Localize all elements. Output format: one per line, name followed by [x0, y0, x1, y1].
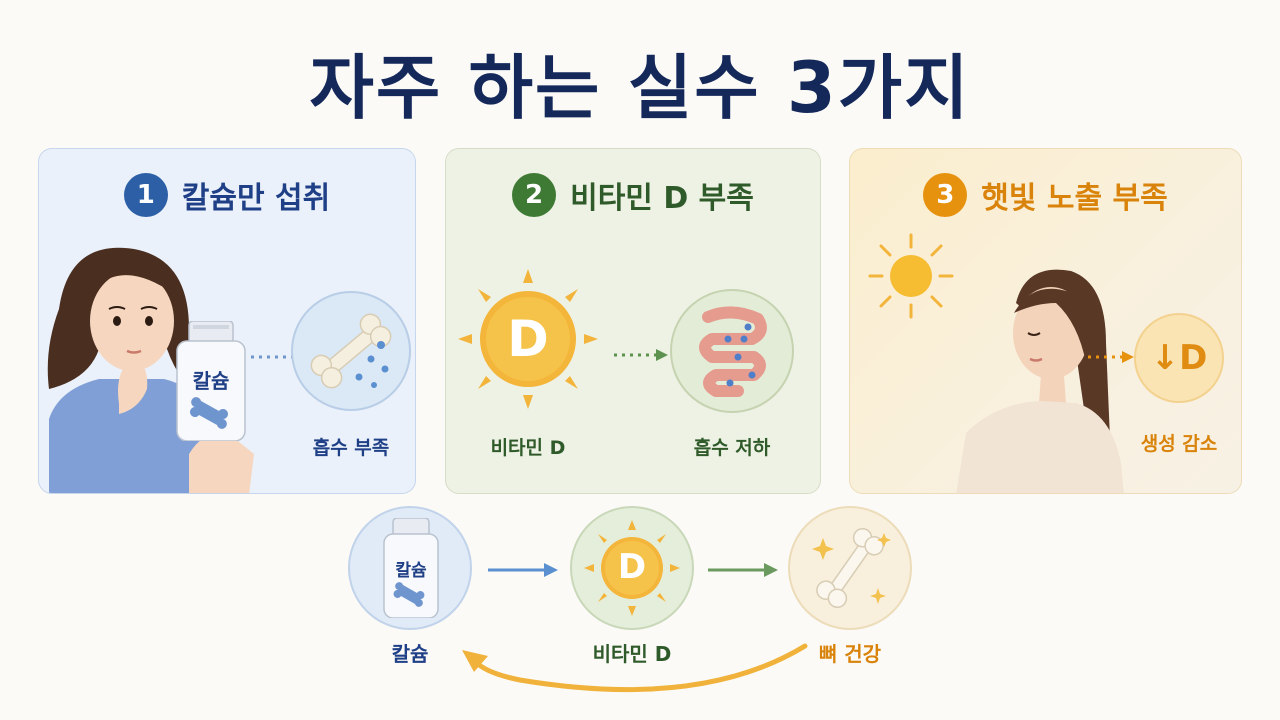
- decrease-badge-text: ↓D: [1150, 338, 1208, 378]
- sun-letter: D: [507, 310, 549, 368]
- woman-in-sunlight-illustration: [956, 269, 1124, 493]
- bottle-label: 칼슘: [192, 369, 230, 393]
- panel-3-number-badge: 3: [923, 173, 968, 217]
- panel-calcium-only: 1 칼슘만 섭취 칼슘: [38, 148, 416, 494]
- flow-arrow-icon: [488, 563, 558, 577]
- sun-icon: [868, 233, 954, 319]
- panel-1-caption: 흡수 부족: [312, 437, 390, 459]
- panel-1-number-badge: 1: [123, 173, 168, 217]
- flow-vitamin-d-caption: 비타민 D: [592, 642, 672, 666]
- dotted-arrow-icon: [614, 349, 668, 361]
- panel-vitamin-d-deficiency: 2 비타민 D 부족 D 비타민 D: [445, 148, 821, 494]
- panel-1-title: 칼슘만 섭취: [181, 181, 331, 216]
- cycle-return-arrow-icon: [462, 643, 808, 693]
- flow-arrow-icon: [708, 563, 778, 577]
- flow-calcium-caption: 칼슘: [391, 642, 429, 666]
- panel-2-left-caption: 비타민 D: [490, 437, 566, 459]
- panel-sunlight-deficiency: 3 햇빛 노출 부족 ↓D 생성 감소: [849, 148, 1242, 494]
- flow-bottle-label: 칼슘: [395, 561, 427, 581]
- vitamin-d-decrease-badge: ↓D: [1134, 313, 1224, 403]
- intestine-icon: [670, 289, 794, 413]
- flow-vitamin-d-circle: D: [570, 506, 694, 630]
- panel-3-title: 햇빛 노출 부족: [981, 181, 1168, 216]
- panel-1-header: 1 칼슘만 섭취: [39, 173, 415, 217]
- panel-2-number-badge: 2: [512, 173, 557, 217]
- calcium-bottle: 칼슘: [171, 321, 251, 441]
- flow-sun-letter: D: [617, 547, 647, 587]
- panel-3-header: 3 햇빛 노출 부족: [850, 173, 1241, 217]
- bone-icon: [291, 291, 411, 411]
- vitamin-d-sun-icon: D: [458, 269, 598, 409]
- panel-2-right-caption: 흡수 저하: [693, 437, 771, 459]
- flow-bone-health-circle: [788, 506, 912, 630]
- dotted-arrow-icon: [1088, 351, 1134, 363]
- flow-bone-health-caption: 뼈 건강: [818, 642, 882, 666]
- panel-2-header: 2 비타민 D 부족: [446, 173, 820, 217]
- panel-2-title: 비타민 D 부족: [570, 181, 754, 216]
- page-title: 자주 하는 실수 3가지: [309, 47, 971, 129]
- panel-3-caption: 생성 감소: [1140, 433, 1218, 455]
- flow-calcium-circle: 칼슘: [348, 506, 472, 630]
